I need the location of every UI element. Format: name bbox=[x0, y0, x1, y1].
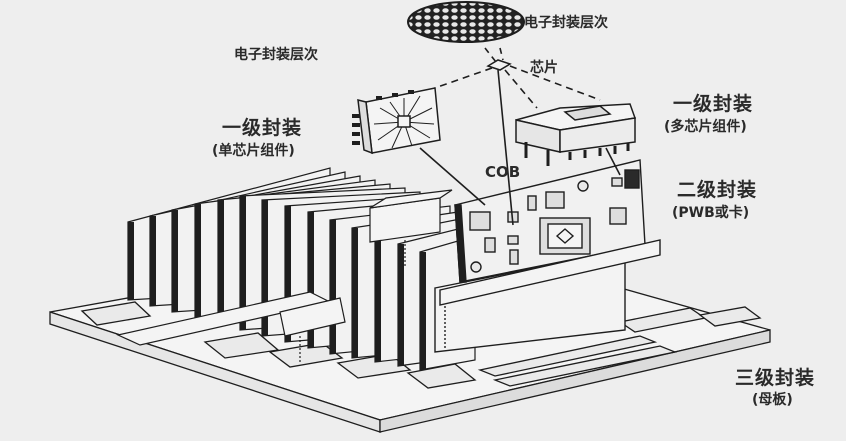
level3-detail: (母板) bbox=[752, 392, 793, 408]
printed-wiring-board bbox=[434, 159, 661, 353]
chip bbox=[486, 59, 512, 71]
wafer bbox=[407, 1, 525, 43]
level2-detail: (PWB或卡) bbox=[672, 205, 750, 221]
multi-chip-module bbox=[515, 103, 637, 166]
title-left: 电子封装层次 bbox=[234, 47, 318, 63]
level1-single-detail: (单芯片组件) bbox=[212, 143, 295, 159]
level1-multi-name: 一级封装 bbox=[673, 93, 754, 115]
level3-name: 三级封装 bbox=[735, 367, 816, 389]
level1-multi-detail: (多芯片组件) bbox=[664, 119, 747, 135]
level2-name: 二级封装 bbox=[677, 179, 758, 201]
level1-single-name: 一级封装 bbox=[222, 117, 303, 139]
title-top: 电子封装层次 bbox=[524, 15, 608, 31]
leader-lines bbox=[411, 47, 621, 226]
cable-connector bbox=[116, 189, 453, 362]
cob-label: COB bbox=[485, 163, 521, 181]
chip-label: 芯片 bbox=[530, 60, 558, 76]
single-chip-module bbox=[352, 87, 441, 155]
